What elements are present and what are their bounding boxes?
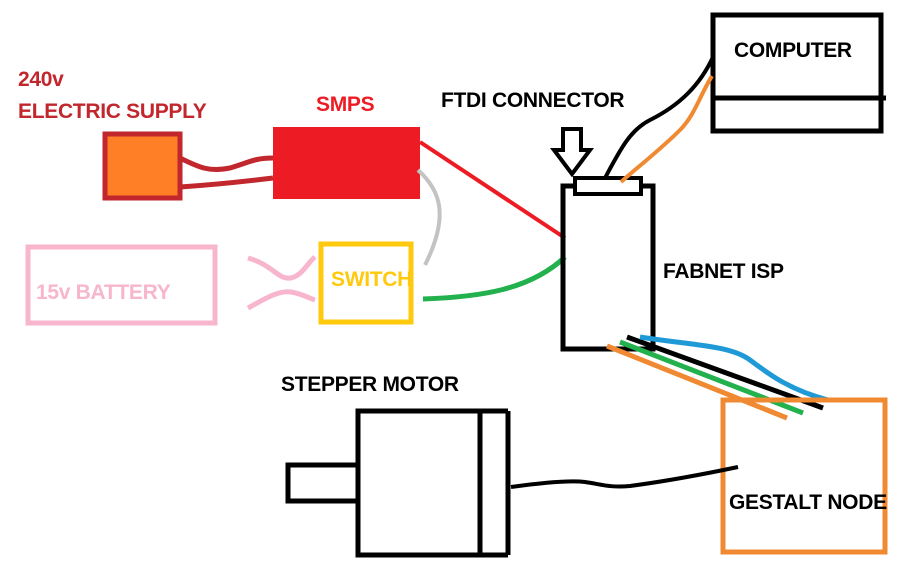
switch-label: SWITCH [331,268,413,291]
supply-name-label: ELECTRIC SUPPLY [18,100,207,123]
fabnet-label: FABNET ISP [663,260,784,283]
computer-orange-wire [619,74,714,184]
smps-red-wire [418,140,567,240]
switch-box [318,241,414,325]
fabnet-box [560,183,656,352]
stepper-black-wire [510,465,739,489]
computer-box [710,12,884,134]
ftdi-arrow-icon [550,127,594,178]
smps-gray-wire [416,168,442,266]
computer-label: COMPUTER [734,39,852,62]
stepper-motor-body [355,408,483,558]
computer-black-wire [603,56,715,179]
electric-supply-box [102,131,183,201]
smps-label: SMPS [316,93,375,116]
battery-box [25,244,218,326]
gestalt-label: GESTALT NODE [729,491,887,514]
supply-voltage-label: 240v [18,68,64,91]
switch-green-wire [422,255,567,302]
gestalt-orange-wire [606,343,788,421]
battery-wire-1 [247,254,317,281]
supply-wire-2 [179,175,274,190]
stepper-motor-shaft [285,462,361,504]
stepper-label: STEPPER MOTOR [281,373,459,396]
gestalt-node-box [720,397,888,555]
gestalt-blue-wire [639,334,829,403]
ftdi-label: FTDI CONNECTOR [441,89,625,112]
battery-wire-2 [246,289,316,311]
ftdi-connector [573,176,643,196]
gestalt-black-wire [626,334,824,411]
smps-box [273,127,420,199]
supply-wire-1 [178,155,274,173]
battery-label: 15v BATTERY [36,281,171,304]
